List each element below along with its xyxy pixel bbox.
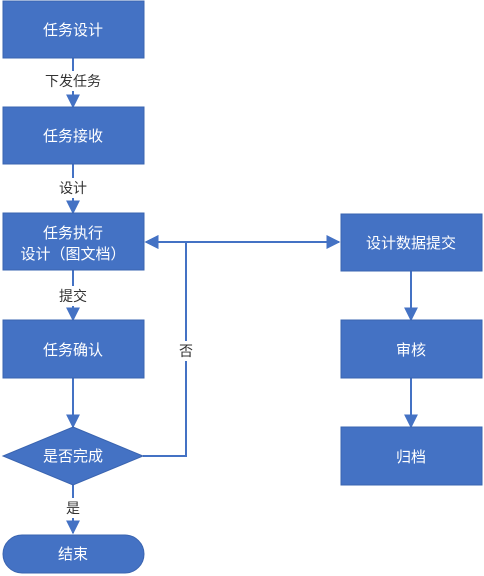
- node-decision-complete: 是否完成: [1, 426, 145, 486]
- node-label: 结束: [58, 545, 88, 563]
- edge-label-issue-task: 下发任务: [45, 74, 101, 90]
- edge-label-design: 设计: [59, 181, 87, 197]
- node-label: 任务设计: [43, 21, 103, 39]
- edge-label-bg: [177, 341, 195, 361]
- node-label: 归档: [396, 448, 426, 466]
- node-label: 审核: [396, 341, 426, 359]
- edge-label-bg: [54, 178, 92, 198]
- edge-label-bg: [54, 286, 92, 306]
- edge-label-submit: 提交: [59, 288, 87, 305]
- node-archive: 归档: [340, 426, 483, 486]
- node-submit-design-data: 设计数据提交: [340, 213, 483, 272]
- node-task-execute: 任务执行 设计（图文档）: [2, 212, 145, 271]
- edge-label-yes: 是: [66, 501, 80, 517]
- node-review: 审核: [340, 319, 483, 379]
- node-end: 结束: [2, 534, 145, 574]
- node-task-receive: 任务接收: [2, 106, 145, 165]
- node-label: 设计数据提交: [366, 234, 456, 252]
- node-label-line2: 设计（图文档）: [20, 245, 125, 263]
- node-label: 任务确认: [43, 341, 103, 359]
- node-label: 是否完成: [43, 447, 103, 465]
- node-label: 任务接收: [43, 127, 103, 145]
- node-label-line1: 任务执行: [43, 224, 103, 242]
- edge-label-bg: [38, 71, 108, 91]
- node-task-design: 任务设计: [2, 0, 145, 59]
- node-task-confirm: 任务确认: [2, 319, 145, 379]
- edge-label-bg: [64, 498, 82, 518]
- edge-label-no: 否: [179, 344, 193, 360]
